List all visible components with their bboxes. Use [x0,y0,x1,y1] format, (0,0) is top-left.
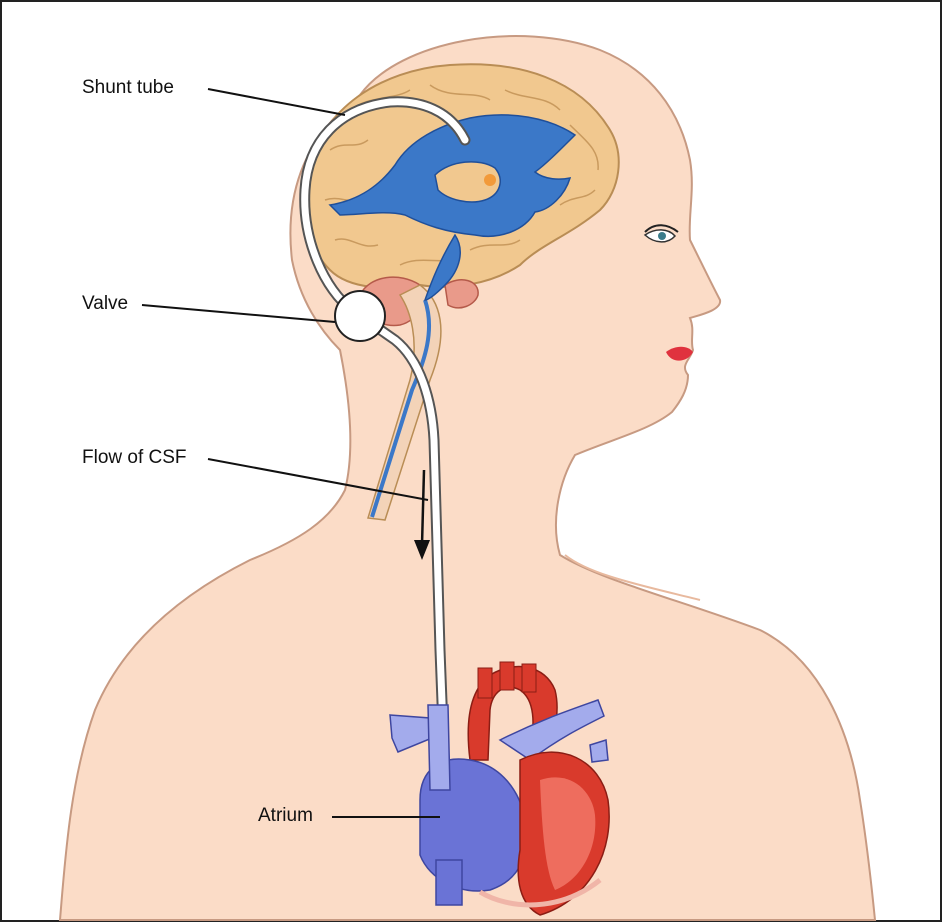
spinal-canal [370,299,432,518]
inferior-vena-cava [435,859,463,906]
valve [334,290,386,342]
iris [658,232,666,240]
leader-shunt-tube [207,88,346,116]
heart [389,661,610,916]
ventricle-core [484,174,496,186]
pulmonary-branch [589,739,609,763]
aorta-branch-3 [521,663,537,693]
leader-valve [141,304,336,323]
aorta-branch-2 [499,661,515,691]
eyelashes [644,224,679,233]
label-atrium: Atrium [258,805,313,826]
vena-cava [427,704,451,791]
left-ventricle-inner [540,777,596,890]
body-silhouette [58,35,877,921]
label-flow-of-csf: Flow of CSF [82,447,187,468]
lips [666,346,693,361]
leader-flow [207,458,429,501]
flow-arrow-head [414,540,430,560]
pulmonary-artery [498,699,605,761]
brain-gyri [324,84,599,266]
fourth-ventricle [423,233,461,301]
aorta-branch-1 [477,667,493,699]
third-ventricle [434,161,501,203]
heart-wall [478,878,602,908]
label-shunt-tube: Shunt tube [82,77,174,98]
spinal-cord [367,284,442,521]
neck-shadow [564,554,701,601]
flow-arrow-shaft [420,469,426,546]
label-valve: Valve [82,293,129,314]
shunt-tube-inner [301,98,472,826]
cerebellum-right [444,279,479,309]
pulmonary-vessel-left [389,714,433,753]
